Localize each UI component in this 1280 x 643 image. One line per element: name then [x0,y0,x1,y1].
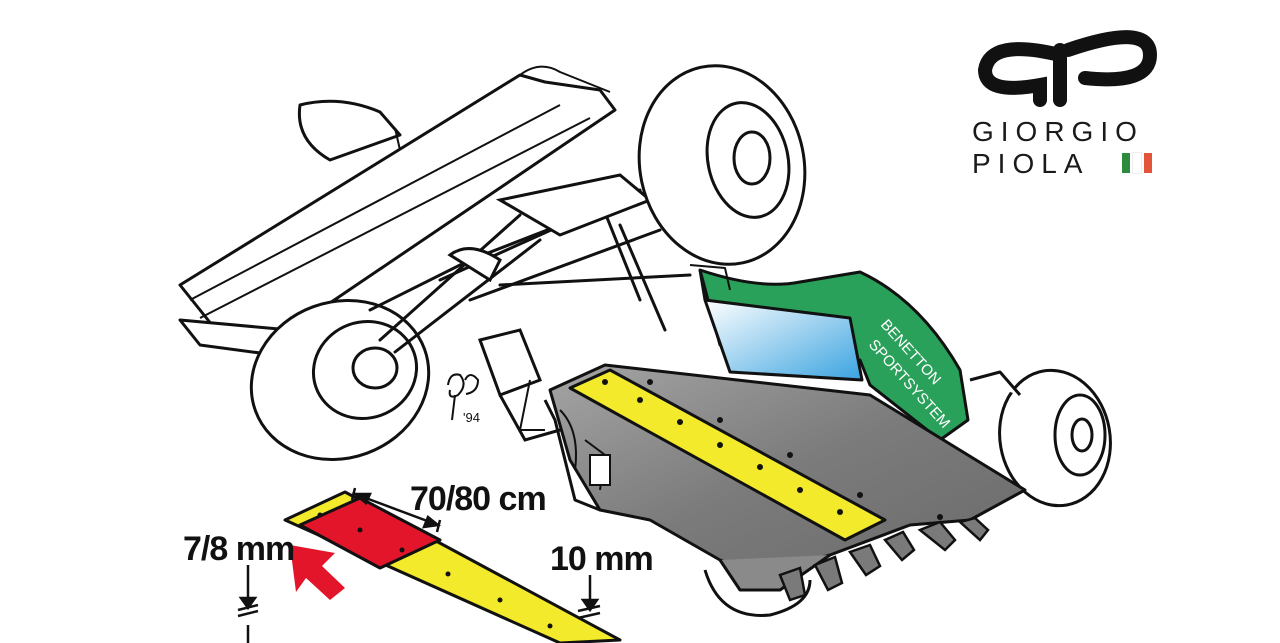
red-arrow [290,545,345,600]
plank-detail-bolts [317,512,553,629]
logo-line-1: GIORGIO [972,116,1144,147]
logo-line-2: PIOLA [972,148,1090,179]
artist-signature [447,373,480,421]
front-lower-wheel [998,368,1112,508]
front-upper-wheel [637,64,807,266]
giorgio-piola-logo-mark [977,30,1158,107]
rear-suspension [368,173,692,442]
flag-white-stripe [1132,152,1142,174]
front-thickness-marker [237,565,259,643]
plank-length-label: 70/80 cm [410,480,546,518]
rear-left-wheel [249,299,431,461]
length-dimension-line [350,487,442,533]
floor-plank [568,368,887,542]
signature-year: '94 [463,410,480,425]
flag-green-stripe [1122,153,1130,173]
floor-details [518,379,611,491]
rear-thickness-label: 10 mm [550,540,653,578]
diffuser [778,516,990,602]
flag-red-stripe [1144,153,1152,173]
sidepod [689,264,1022,442]
plank-bolts [602,379,943,520]
rear-thickness-marker [577,575,621,642]
front-thickness-label: 7/8 mm [183,530,294,568]
